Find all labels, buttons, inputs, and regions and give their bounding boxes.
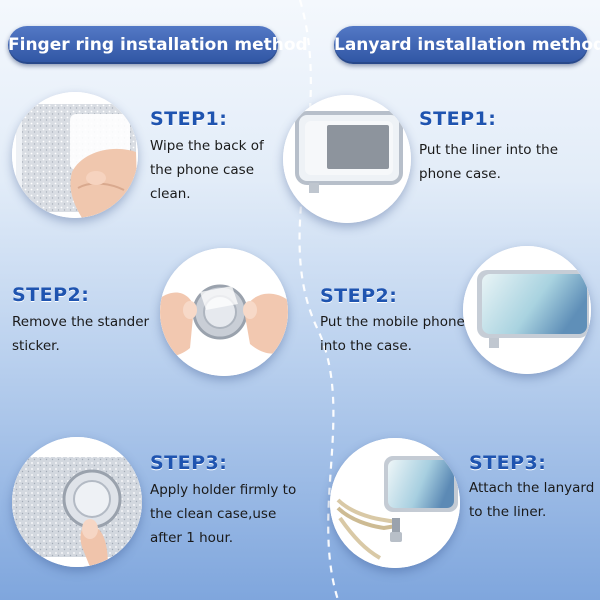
ring-step1-desc: Wipe the back of the phone case clean. bbox=[150, 138, 264, 202]
lanyard-attached-photo bbox=[330, 438, 460, 568]
ring-step3-title: STEP3: bbox=[150, 452, 228, 474]
lanyard-step1-title: STEP1: bbox=[419, 108, 497, 130]
liner-in-case-photo bbox=[283, 95, 411, 223]
finger-ring-header: Finger ring installation method bbox=[8, 26, 308, 64]
lanyard-step2-desc: Put the mobile phone into the case. bbox=[320, 314, 465, 354]
lanyard-step1-desc: Put the liner into the phone case. bbox=[419, 142, 559, 182]
phone-in-case-photo bbox=[463, 246, 591, 374]
lanyard-header: Lanyard installation method bbox=[334, 26, 600, 64]
ring-step1-title: STEP1: bbox=[150, 108, 228, 130]
lanyard-step2-title: STEP2: bbox=[320, 285, 398, 307]
wiping-case-photo bbox=[12, 92, 138, 218]
applying-ring-photo bbox=[12, 437, 142, 567]
lanyard-step3-desc: Attach the lanyard to the liner. bbox=[469, 480, 595, 520]
ring-step2-title: STEP2: bbox=[12, 284, 90, 306]
ring-step3-desc: Apply holder firmly to the clean case,us… bbox=[150, 482, 297, 546]
lanyard-step3-title: STEP3: bbox=[469, 452, 547, 474]
removing-sticker-photo bbox=[160, 248, 288, 376]
ring-step2-desc: Remove the stander sticker. bbox=[12, 314, 150, 354]
